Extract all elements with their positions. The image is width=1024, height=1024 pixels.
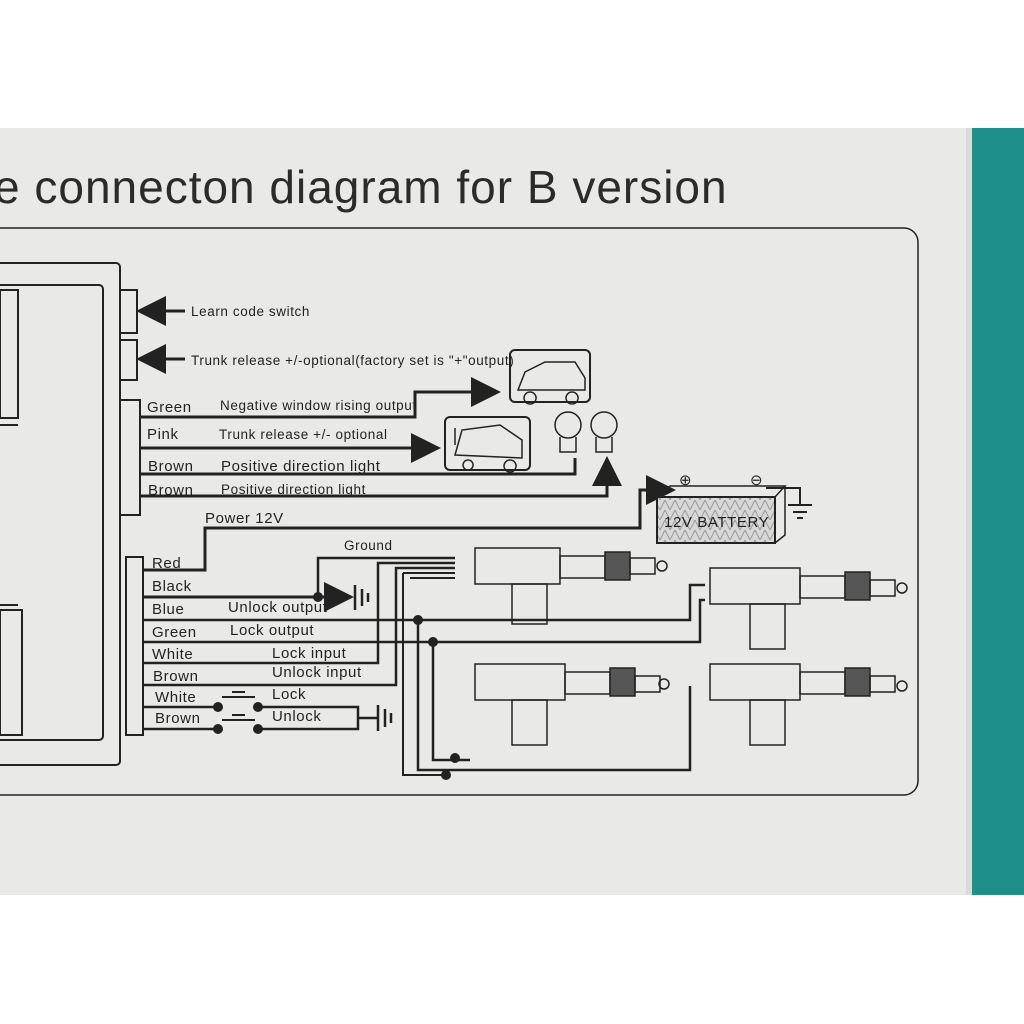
ground-label: Ground [344,538,393,553]
diagram-frame [0,227,919,796]
wire-color-label: Green [147,399,192,416]
learn-switch-connector [119,289,138,334]
diagram-title: e connecton diagram for B version [0,161,728,213]
wire-color-label: White [155,689,196,706]
wire-color-label: Pink [147,426,179,443]
wire-desc-label: Trunk release +/- optional [219,427,388,442]
battery-minus-symbol: ⊖ [750,472,763,489]
paper-sheet [0,128,972,895]
learn-code-label: Learn code switch [191,304,310,319]
wire-color-label: Brown [153,668,199,685]
wire-desc-label: Lock [272,686,306,703]
wire-desc-label: Positive direction light [221,458,381,475]
wire-desc-label: Lock input [272,645,347,662]
wire-desc-label: Unlock input [272,664,362,681]
wire-color-label: Blue [152,601,184,618]
lower-harness-connector [125,556,144,736]
wire-color-label: Brown [148,482,194,499]
wire-desc-label: Negative window rising output [220,398,417,413]
wire-desc-label: Lock output [230,622,314,639]
window-car-icon [509,349,591,403]
battery-plus-symbol: ⊕ [679,472,692,489]
wire-desc-label: Unlock output [228,599,328,616]
wire-desc-label: Positive direction light [221,482,366,497]
power-label: Power 12V [205,510,284,527]
upper-harness-connector [119,399,141,516]
wire-color-label: Green [152,624,197,641]
wire-desc-label: Unlock [272,708,321,725]
direction-light-bulb-icon [554,411,618,453]
trunk-car-icon [444,416,531,471]
trunk-optional-label: Trunk release +/-optional(factory set is… [191,353,514,368]
wire-color-label: Brown [148,458,194,475]
wire-color-label: Brown [155,710,201,727]
wire-color-label: Red [152,555,181,572]
battery-icon [656,496,776,544]
door-lock-actuator-2 [709,567,908,650]
wire-color-label: Black [152,578,192,595]
door-lock-actuator-4 [709,663,908,746]
wire-color-label: White [152,646,193,663]
trunk-switch-connector [119,339,138,381]
battery-label: 12V BATTERY [664,514,769,531]
door-lock-actuator-3 [474,663,670,746]
teal-box-background [972,128,1024,895]
paper-edge [966,128,974,895]
door-lock-actuator-1 [474,547,668,625]
